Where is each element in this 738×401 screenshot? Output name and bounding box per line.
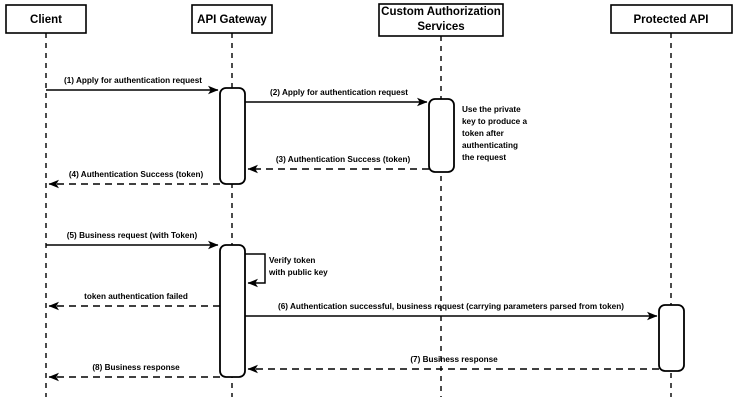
participant-protected-api-label: Protected API	[634, 14, 709, 26]
activation-api-gateway-business	[219, 244, 246, 378]
message-self-label-line2: with public key	[268, 268, 328, 277]
activation-protected-api	[658, 304, 685, 372]
message-8-label: (8) Business response	[92, 363, 180, 372]
note-private-key-line-1: Use the private	[462, 105, 521, 114]
activation-custom-authorization-services	[428, 98, 455, 173]
message-7-business-response[interactable]: (7) Business response	[247, 355, 659, 374]
participant-client-label: Client	[30, 14, 62, 26]
message-3-authentication-success-token[interactable]: (3) Authentication Success (token)	[247, 155, 429, 174]
message-token-authentication-failed-label: token authentication failed	[84, 292, 188, 301]
note-private-key-line-4: authenticating	[462, 141, 518, 150]
activation-bars-group	[219, 87, 685, 378]
message-self-label-line1: Verify token	[269, 256, 315, 265]
message-4-label: (4) Authentication Success (token)	[69, 170, 204, 179]
participant-api-gateway-label: API Gateway	[197, 14, 267, 26]
note-private-key-produce-token: Use the private key to produce a token a…	[462, 105, 528, 162]
message-1-label: (1) Apply for authentication request	[64, 76, 202, 85]
note-private-key-line-5: the request	[462, 153, 506, 162]
message-1-apply-for-authentication-request[interactable]: (1) Apply for authentication request	[46, 76, 219, 95]
message-4-authentication-success-token[interactable]: (4) Authentication Success (token)	[48, 170, 220, 189]
message-3-label: (3) Authentication Success (token)	[276, 155, 411, 164]
message-6-authentication-successful-business-request[interactable]: (6) Authentication successful, business …	[245, 302, 658, 321]
participant-client[interactable]: Client	[5, 4, 87, 34]
message-2-label: (2) Apply for authentication request	[270, 88, 408, 97]
participant-protected-api[interactable]: Protected API	[610, 4, 733, 34]
participant-api-gateway[interactable]: API Gateway	[191, 4, 273, 34]
message-token-authentication-failed[interactable]: token authentication failed	[48, 292, 220, 311]
note-private-key-line-3: token after	[462, 129, 505, 138]
message-self-verify-token-with-public-key[interactable]: Verify token with public key	[245, 253, 328, 288]
note-private-key-line-2: key to produce a	[462, 117, 528, 126]
message-2-apply-for-authentication-request[interactable]: (2) Apply for authentication request	[245, 88, 428, 107]
message-5-business-request-with-token[interactable]: (5) Business request (with Token)	[46, 231, 219, 250]
participant-headers-group: Client API Gateway Custom Authorization …	[5, 3, 733, 37]
activation-api-gateway-auth	[219, 87, 246, 185]
participant-custom-authorization-services-label-line1: Custom Authorization	[381, 6, 501, 18]
participant-custom-authorization-services[interactable]: Custom Authorization Services	[378, 3, 504, 37]
message-6-label: (6) Authentication successful, business …	[278, 302, 624, 311]
message-7-label: (7) Business response	[410, 355, 498, 364]
message-5-label: (5) Business request (with Token)	[67, 231, 198, 240]
participant-custom-authorization-services-label-line2: Services	[417, 21, 464, 33]
message-8-business-response[interactable]: (8) Business response	[48, 363, 220, 382]
